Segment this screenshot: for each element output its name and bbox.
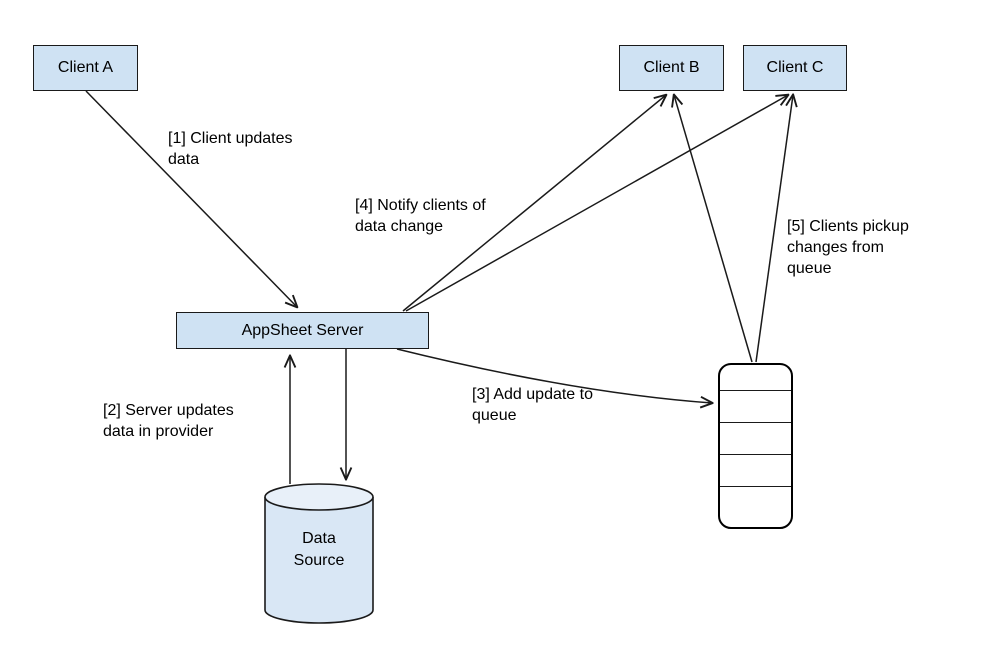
annotation-step4: [4] Notify clients of data change (355, 197, 486, 236)
annotation-step5: [5] Clients pickup changes from queue (787, 218, 909, 278)
node-update-queue (718, 363, 793, 529)
node-data-source-label: Data Source (293, 530, 345, 569)
node-client-b-label: Client B (643, 59, 700, 76)
arrow-server-to-clientb (402, 95, 666, 312)
annotation-step3: [3] Add update to queue (472, 386, 593, 425)
queue-divider (720, 486, 791, 487)
arrow-server-to-queue (396, 348, 712, 403)
queue-divider (720, 422, 791, 423)
node-client-b: Client B (619, 45, 724, 91)
node-client-c: Client C (743, 45, 847, 91)
arrow-queue-to-clientb (674, 95, 753, 363)
annotation-step1: [1] Client updates data (168, 130, 293, 169)
queue-divider (720, 390, 791, 391)
arrow-queue-to-clientc (755, 95, 793, 363)
queue-divider (720, 454, 791, 455)
annotation-step2: [2] Server updates data in provider (103, 402, 234, 441)
arrow-server-to-clientc (405, 95, 788, 312)
node-data-source: Data Source (265, 484, 373, 623)
data-source-cylinder (264, 483, 374, 624)
node-client-a: Client A (33, 45, 138, 91)
node-appsheet-server-label: AppSheet Server (241, 321, 364, 339)
arrow-clienta-to-server (85, 90, 297, 307)
node-client-c-label: Client C (766, 59, 824, 76)
node-client-a-label: Client A (57, 59, 114, 76)
node-appsheet-server: AppSheet Server (176, 312, 429, 349)
